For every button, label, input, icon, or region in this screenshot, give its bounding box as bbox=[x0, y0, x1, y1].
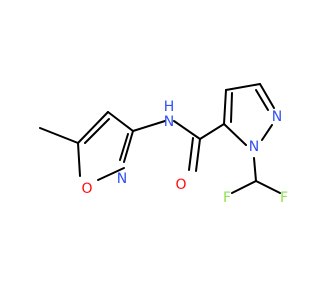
bond-n1-chf2 bbox=[253, 157, 257, 182]
bond-pyr-c4-c3 bbox=[225, 83, 261, 91]
bond-pyr-n2-n1 bbox=[261, 124, 273, 141]
bond-carbonyl-o-double bbox=[188, 137, 194, 171]
bond-pyr-c5-c4-double bbox=[230, 92, 233, 123]
bond-carbonyl-o bbox=[195, 138, 201, 172]
bond-c4-c3 bbox=[107, 111, 134, 132]
bond-c3-n bbox=[123, 130, 134, 163]
bond-pyr-c3-n2 bbox=[259, 83, 275, 109]
bond-n-o bbox=[97, 167, 125, 181]
bond-pyr-n1-c5 bbox=[223, 123, 247, 146]
bond-c3-n-double bbox=[119, 133, 129, 161]
molecule-diagram: H N N O O N N F F bbox=[39, 83, 289, 206]
atom-labels: H N N O O N N F F bbox=[81, 99, 288, 206]
atom-isoxazole-o: O bbox=[81, 181, 92, 197]
atom-fluorine-left: F bbox=[223, 190, 231, 206]
bond-pyr-c5-c4 bbox=[223, 89, 227, 125]
bond-methyl-c5 bbox=[39, 127, 79, 144]
bond-nh-carbonyl bbox=[173, 120, 201, 140]
bond-pyr-c3-n2-double bbox=[255, 89, 269, 111]
bond-carbonyl-c5pyr bbox=[199, 123, 225, 140]
atom-pyrazole-n1: N bbox=[249, 139, 259, 155]
bond-c5-c4 bbox=[77, 111, 109, 144]
bond-c5-c4-double bbox=[84, 118, 110, 144]
atom-nh-h: H bbox=[164, 99, 175, 115]
bonds bbox=[39, 83, 281, 194]
bond-c3-nh bbox=[132, 120, 166, 132]
atom-pyrazole-n2: N bbox=[272, 109, 282, 125]
atom-fluorine-right: F bbox=[280, 190, 288, 206]
bond-chf2-f-right bbox=[255, 180, 281, 194]
bond-chf2-f-left bbox=[231, 180, 257, 194]
atom-carbonyl-o: O bbox=[175, 177, 186, 193]
atom-isoxazole-n: N bbox=[117, 171, 127, 187]
bond-o-c5 bbox=[77, 142, 81, 177]
structure-drawing: H N N O O N N F F bbox=[39, 83, 288, 206]
atom-nh-n: N bbox=[164, 114, 174, 130]
